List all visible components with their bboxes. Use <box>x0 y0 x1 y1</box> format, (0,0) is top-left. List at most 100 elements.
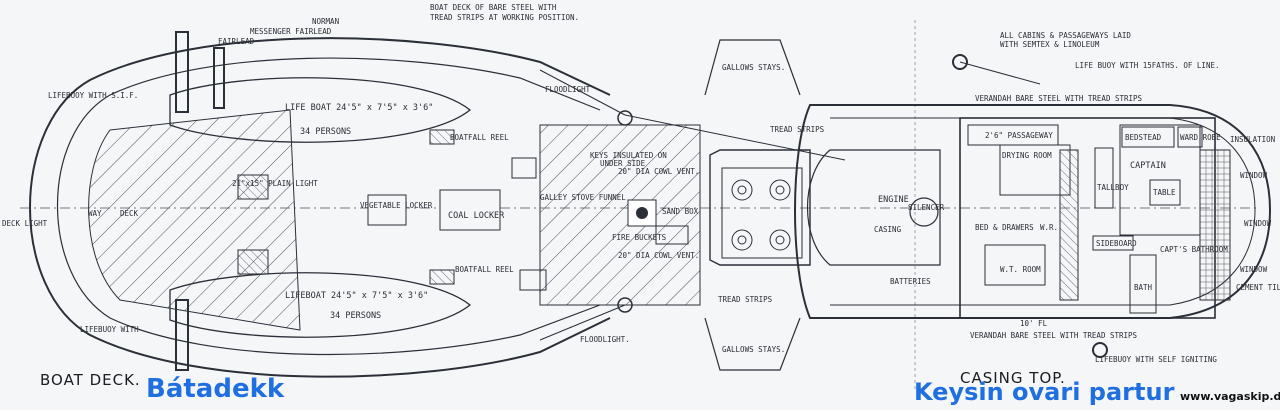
label-galley-funnel: GALLEY STOVE FUNNEL <box>540 193 626 202</box>
label-captain: CAPTAIN <box>1130 161 1166 171</box>
label-norman: NORMAN <box>312 17 339 26</box>
casing-top-hull <box>794 104 1272 319</box>
label-under-side: UNDER SIDE <box>600 159 646 168</box>
label-boatfall-top: BOATFALL REEL <box>450 133 509 142</box>
label-boatfall-bottom: BOATFALL REEL <box>455 265 514 274</box>
label-lifeboat-top: LIFE BOAT 24'5" x 7'5" x 3'6" <box>285 103 433 113</box>
cowl-vent-icon <box>731 179 791 251</box>
website-watermark[interactable]: www.vagaskip.dk <box>1180 390 1280 403</box>
stay-line-3 <box>539 304 626 341</box>
label-ten-fl: 10' FL <box>1020 319 1048 328</box>
stairway <box>1059 149 1079 301</box>
label-way: WAY <box>88 209 102 218</box>
casing-top-outline <box>709 149 811 266</box>
davit-aft-port <box>175 31 189 113</box>
galley-box <box>511 157 537 179</box>
skylight-top <box>237 174 269 200</box>
wt-room <box>984 244 1046 286</box>
label-coal-locker: COAL LOCKER <box>448 211 505 221</box>
bedstead <box>1121 126 1175 148</box>
label-engine: ENGINE <box>878 195 909 205</box>
label-lifebuoy-bottom-left: LIFEBUOY WITH <box>80 325 139 334</box>
label-window-1: WINDOW <box>1240 171 1268 180</box>
bollard-top <box>617 110 633 126</box>
label-gallows-top: GALLOWS STAYS. <box>722 63 785 72</box>
label-tread-strips-top: TREAD STRIPS <box>770 125 825 134</box>
sideboard <box>1092 235 1134 251</box>
label-lifebuoy-line: LIFE BUOY WITH 15FATHS. OF LINE. <box>1075 61 1220 70</box>
label-vegetable-locker: VEGETABLE LOCKER <box>360 201 433 210</box>
label-sideboard: SIDEBOARD <box>1096 239 1137 248</box>
fire-bucket-icon <box>636 207 648 219</box>
bollard-bottom <box>617 297 633 313</box>
bath <box>1129 254 1157 314</box>
gallows-stays-bottom <box>704 317 801 371</box>
label-deck: DECK <box>120 209 139 218</box>
label-bath: BATH <box>1134 283 1153 292</box>
label-persons-top: 34 PERSONS <box>300 127 351 137</box>
caption-casing-top: CASING TOP. <box>960 369 1066 387</box>
label-vent-top: 20" DIA COWL VENT. <box>618 167 699 176</box>
davit-fwd-port <box>213 47 225 109</box>
label-wr: W.R. <box>1040 223 1058 232</box>
label-fire-buckets: FIRE BUCKETS <box>612 233 667 242</box>
label-bed-drawers: BED & DRAWERS <box>975 223 1034 232</box>
hatched-deck-area-mid <box>539 124 701 306</box>
label-bedstead: BEDSTEAD <box>1125 133 1162 142</box>
lifebuoy-icon-bottom <box>1092 342 1108 358</box>
label-tread-strips-bottom: TREAD STRIPS <box>718 295 773 304</box>
label-keys-insulated: KEYS INSULATED ON <box>590 151 667 160</box>
lifeboat-port-outline <box>169 77 472 143</box>
label-persons-bottom: 34 PERSONS <box>330 311 381 321</box>
label-tread-strips-working: TREAD STRIPS AT WORKING POSITION. <box>430 13 579 22</box>
davit-aft-stbd <box>175 299 189 371</box>
label-deck-light: DECK LIGHT <box>2 219 48 228</box>
overlay-title-casing-top: Keysin ovari partur <box>914 378 1175 406</box>
label-floodlight-bottom: FLOODLIGHT. <box>580 335 630 344</box>
stay-line-2 <box>624 114 846 161</box>
label-sand-box: SAND BOX <box>662 207 699 216</box>
gallows-stays-top <box>704 39 801 96</box>
boat-deck-inner-hull <box>56 57 601 356</box>
boatfall-reel-top <box>429 129 455 145</box>
label-table: TABLE <box>1153 188 1176 197</box>
label-skylight: 21"x15" PLAIN LIGHT <box>232 179 318 188</box>
label-fairlead: FAIRLEAD <box>218 37 255 46</box>
vegetable-locker <box>367 194 407 226</box>
engine-casing-ellipse <box>806 149 941 266</box>
label-casing: CASING <box>874 225 902 234</box>
label-cabins-note2: WITH SEMTEX & LINOLEUM <box>1000 40 1100 49</box>
boatfall-reel-bottom <box>429 269 455 285</box>
label-tallboy: TALLBOY <box>1097 183 1129 192</box>
label-verandah-top: VERANDAH BARE STEEL WITH TREAD STRIPS <box>975 94 1143 103</box>
coal-locker <box>439 189 501 231</box>
lifebuoy-icon <box>952 54 968 70</box>
label-cabins-note1: ALL CABINS & PASSAGEWAYS LAID <box>1000 31 1131 40</box>
label-vent-bottom: 20" DIA COWL VENT. <box>618 251 699 260</box>
label-drying-room: DRYING ROOM <box>1002 151 1052 160</box>
label-gallows-bottom: GALLOWS STAYS. <box>722 345 785 354</box>
hatched-deck-area-aft <box>88 109 301 331</box>
label-lifebuoy-light: LIFEBUOY WITH S.I.F. <box>48 91 138 100</box>
tallboy <box>1094 147 1114 209</box>
boat-deck-hull-outline <box>29 37 611 378</box>
stay-line-1 <box>539 69 626 116</box>
label-capts-bathroom: CAPT'S BATHROOM <box>1160 245 1228 254</box>
label-batteries: BATTERIES <box>890 277 931 286</box>
caption-boat-deck: BOAT DECK. <box>40 371 141 389</box>
casing-vent-grid <box>721 167 803 259</box>
captains-table <box>1149 179 1181 206</box>
label-boat-deck-steel: BOAT DECK OF BARE STEEL WITH <box>430 3 557 12</box>
label-lifeboat-bottom: LIFEBOAT 24'5" x 7'5" x 3'6" <box>285 291 428 301</box>
label-lifebuoy-self: LIFEBUOY WITH SELF IGNITING <box>1095 355 1217 364</box>
label-wardrobe: WARD ROBE <box>1180 133 1221 142</box>
label-passageway: 2'6" PASSAGEWAY <box>985 131 1053 140</box>
label-messenger-fairlead: MESSENGER FAIRLEAD <box>250 27 332 36</box>
label-cement-tiles: CEMENT TILES <box>1236 283 1280 292</box>
label-silencer: SILENCER <box>908 203 945 212</box>
wardrobe <box>1177 126 1203 148</box>
silencer-icon <box>909 197 939 227</box>
fire-buckets-rack <box>655 225 689 245</box>
